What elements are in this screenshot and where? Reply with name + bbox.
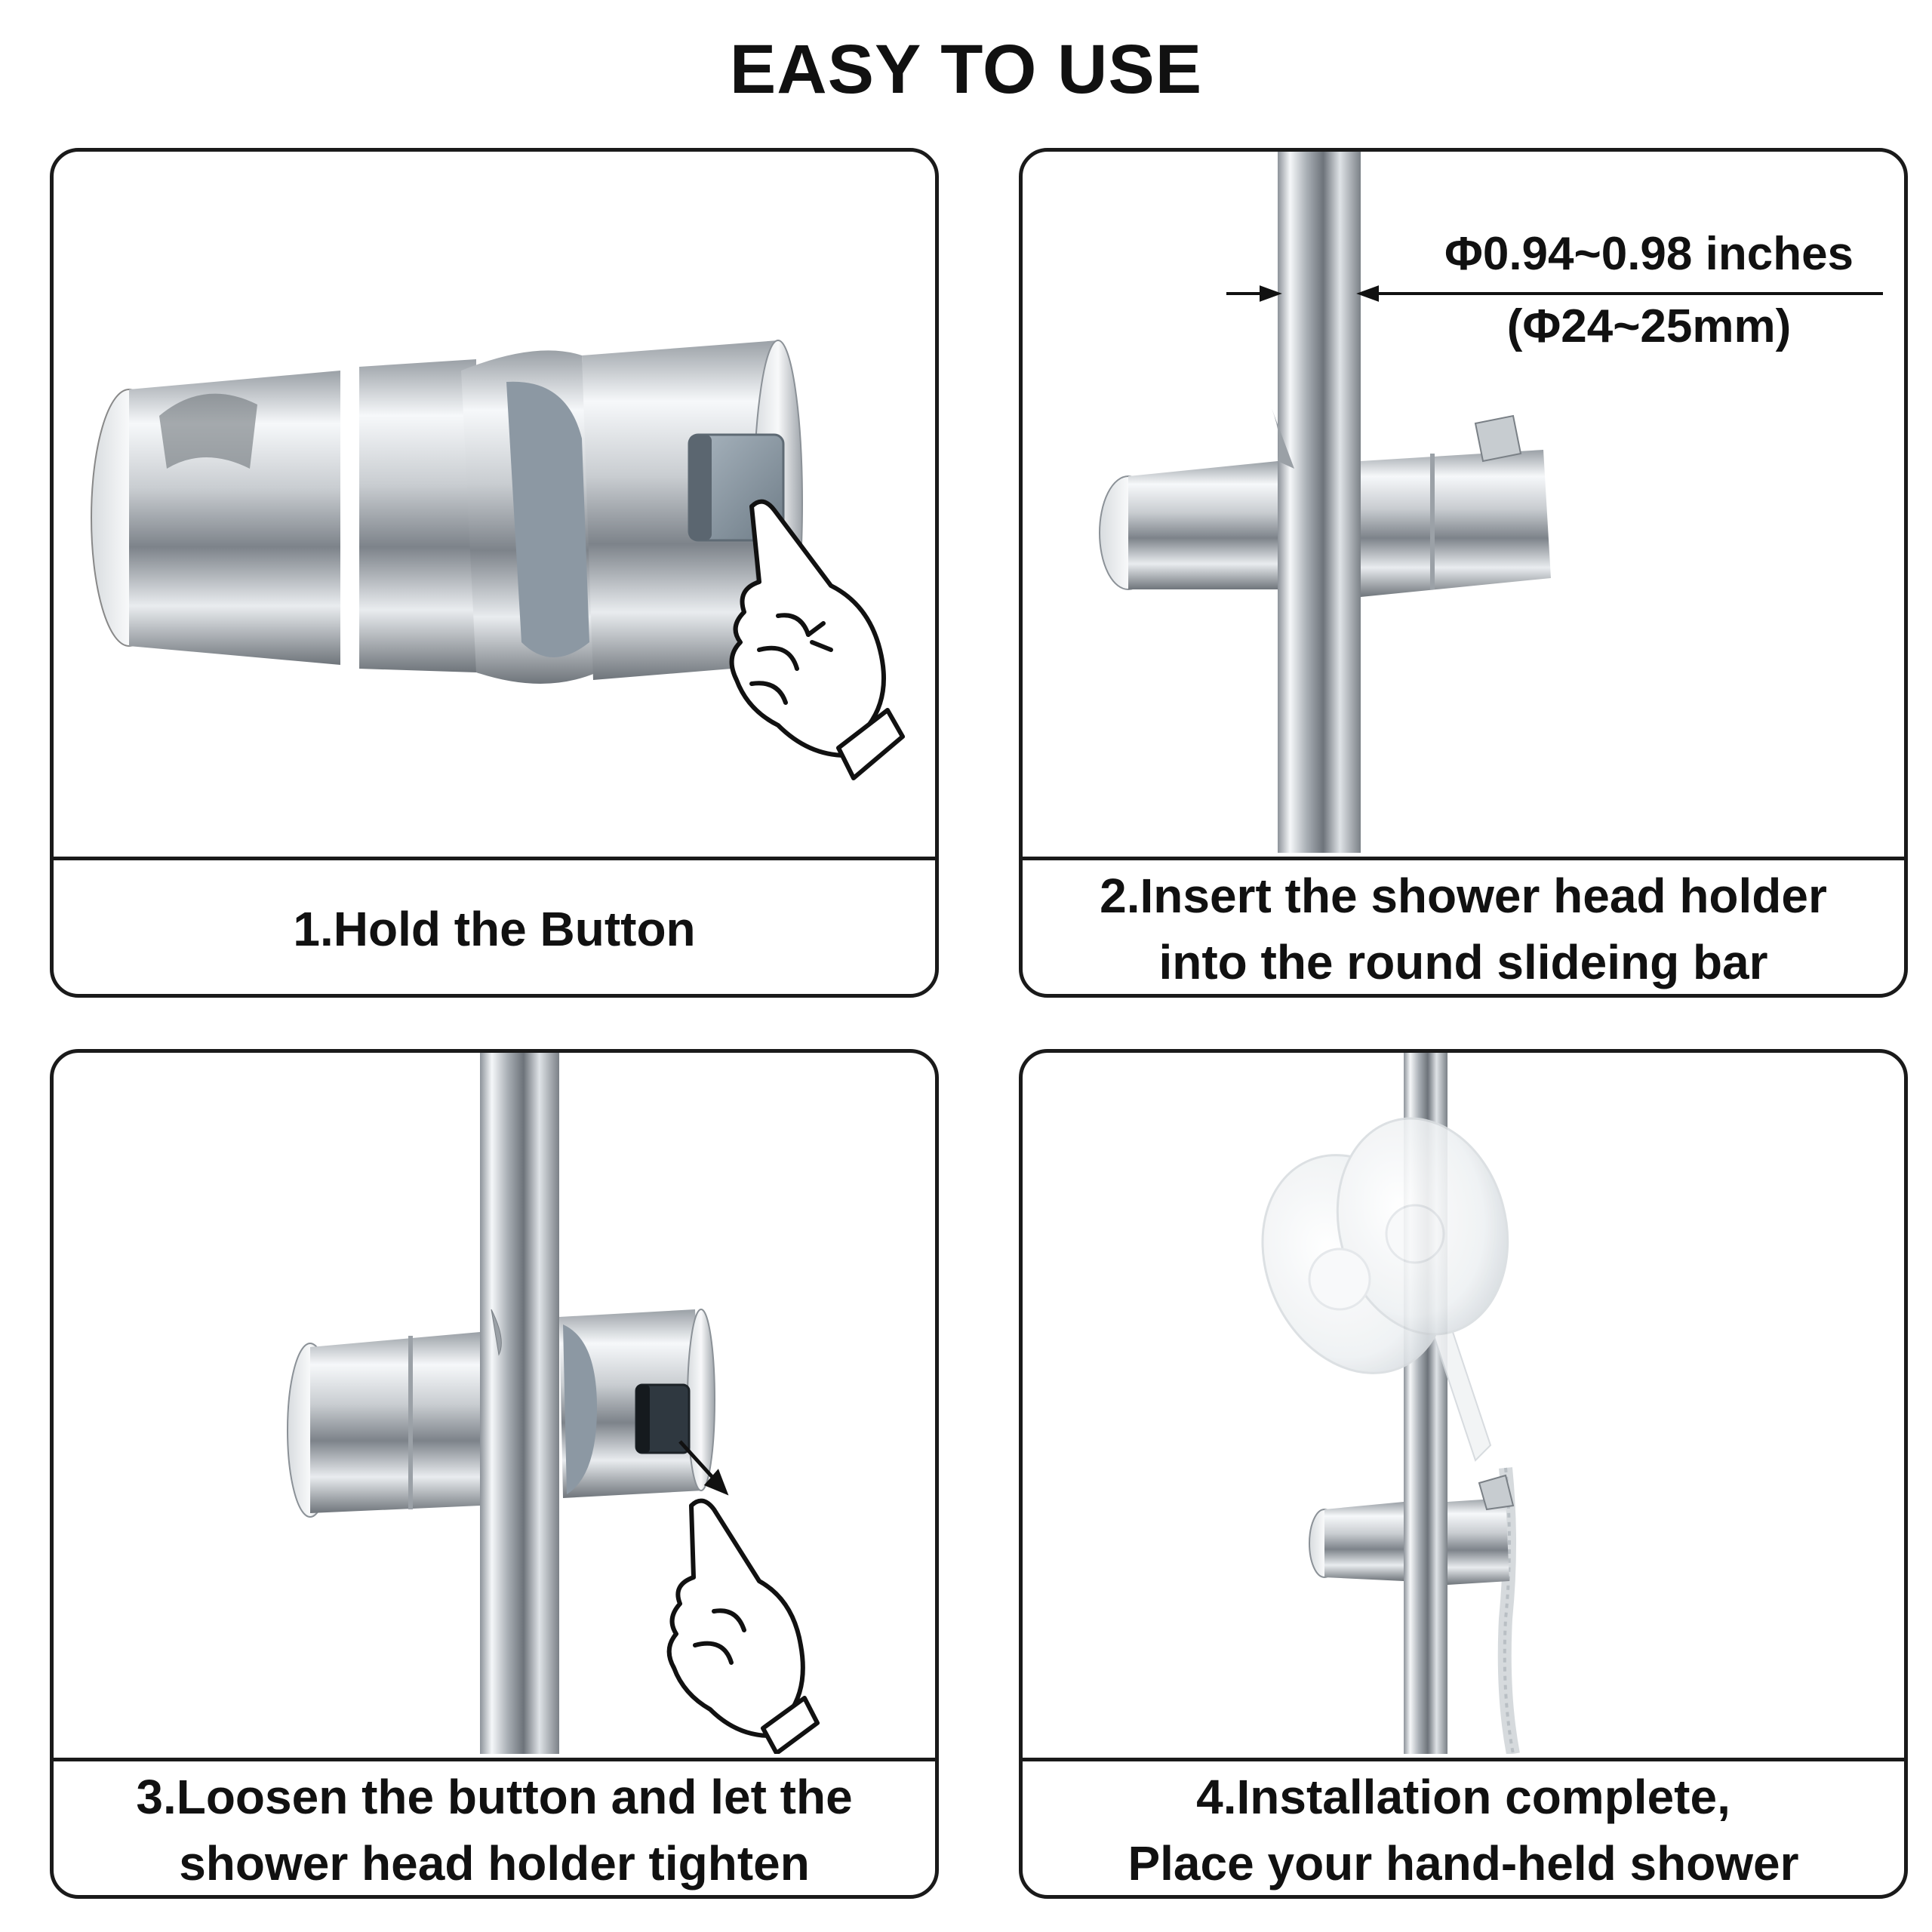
shower-holder-installed <box>1309 1474 1515 1585</box>
step-4-panel: 4.Installation complete, Place your hand… <box>1019 1049 1908 1899</box>
pointing-hand-icon <box>666 1498 820 1754</box>
shower-holder-loosened <box>287 1309 715 1518</box>
sliding-bar <box>1278 152 1361 853</box>
step-2-illustration <box>1023 152 1904 860</box>
caption-line: 2.Insert the shower head holder <box>1100 869 1827 923</box>
step-4-illustration <box>1023 1053 1904 1761</box>
caption-line: 1.Hold the Button <box>293 902 696 956</box>
step-1-panel: 1.Hold the Button <box>50 148 939 998</box>
page-title: EASY TO USE <box>729 31 1203 108</box>
release-arrow <box>678 1440 729 1496</box>
hand-shower-icon <box>1261 1117 1509 1462</box>
caption-line: shower head holder tighten <box>179 1836 810 1890</box>
sliding-bar <box>480 1053 559 1754</box>
caption-line: into the round slideing bar <box>1158 935 1768 989</box>
step-3-illustration <box>54 1053 935 1761</box>
caption-line: 4.Installation complete, <box>1196 1770 1730 1824</box>
step-1-illustration <box>54 152 935 860</box>
diameter-inches-label: Φ0.94~0.98 inches <box>1444 228 1854 280</box>
diameter-mm-label: (Φ24~25mm) <box>1506 300 1792 352</box>
step-3-caption: 3.Loosen the button and let the shower h… <box>54 1761 935 1895</box>
hose <box>1497 1467 1520 1754</box>
diameter-arrows <box>1226 285 1883 302</box>
caption-line: 3.Loosen the button and let the <box>136 1770 853 1824</box>
step-4-caption: 4.Installation complete, Place your hand… <box>1023 1761 1904 1895</box>
caption-line: Place your hand-held shower <box>1128 1836 1799 1890</box>
shower-holder-on-bar <box>1099 408 1551 597</box>
step-1-caption: 1.Hold the Button <box>54 860 935 994</box>
step-3-panel: 3.Loosen the button and let the shower h… <box>50 1049 939 1899</box>
step-2-caption: 2.Insert the shower head holder into the… <box>1023 860 1904 994</box>
pointing-hand-icon <box>729 499 905 780</box>
step-2-panel: Φ0.94~0.98 inches (Φ24~25mm) 2.Insert th… <box>1019 148 1908 998</box>
